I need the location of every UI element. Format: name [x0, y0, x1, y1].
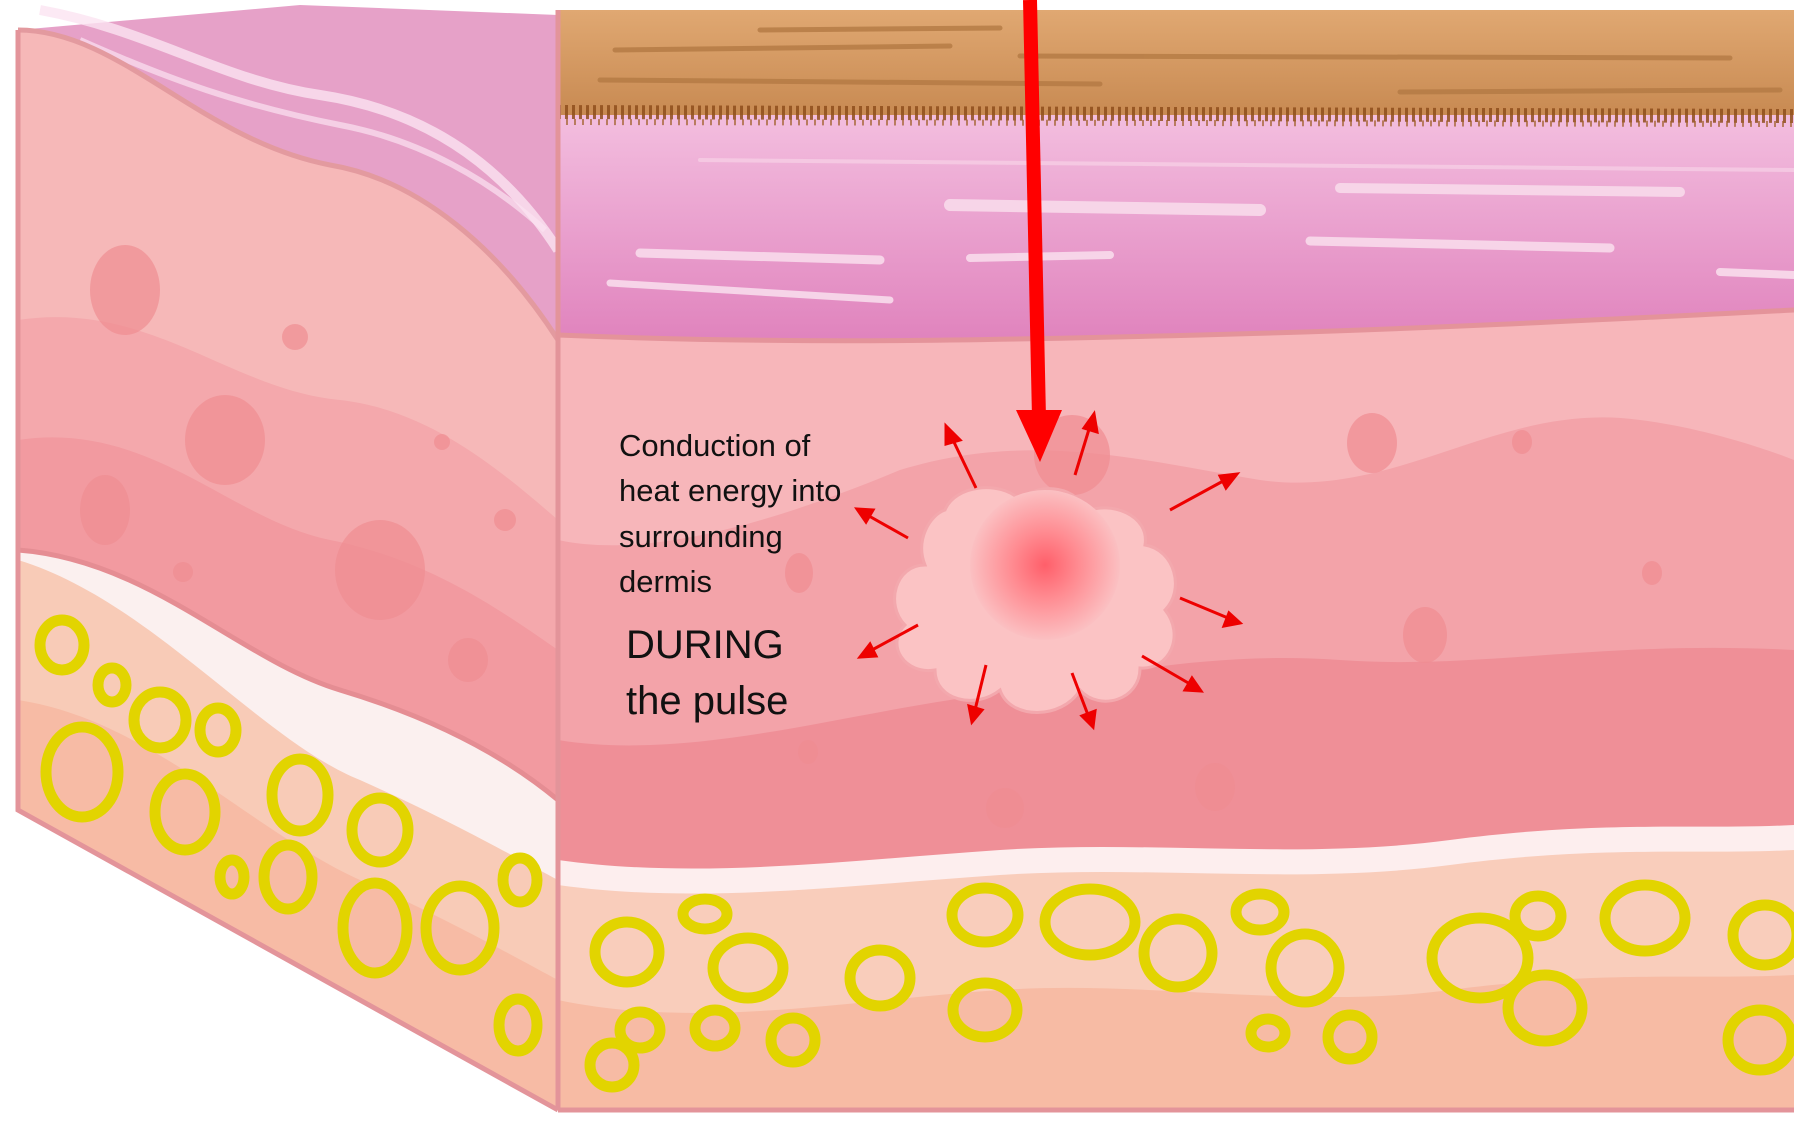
left-side-face — [18, 5, 558, 1110]
emphasis-line-1: DURING — [626, 623, 784, 667]
emphasis-line-2: the pulse — [626, 679, 788, 723]
heat-burst-icon — [895, 488, 1176, 713]
annotation-line-2: heat energy into — [619, 473, 841, 508]
annotation-line-4: dermis — [619, 564, 712, 599]
annotation-line-3: surrounding — [619, 519, 783, 554]
annotation-line-1: Conduction of — [619, 428, 811, 463]
front-face — [558, 10, 1794, 1110]
